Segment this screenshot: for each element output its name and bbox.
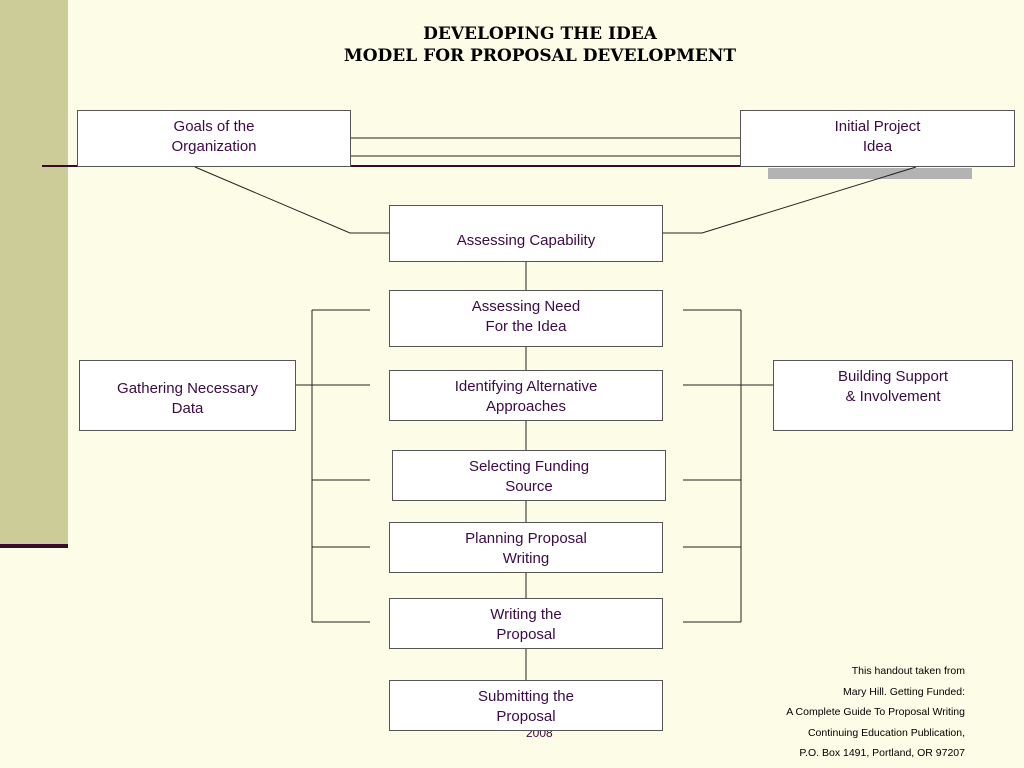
identifying-approaches-box: Identifying Alternative Approaches (389, 370, 663, 421)
selecting-funding-line-2: Source (505, 478, 553, 495)
submitting-proposal-line-2: Proposal (496, 708, 556, 725)
selecting-funding-line-1: Selecting Funding (468, 458, 590, 475)
assessing-capability-box: Assessing Capability (389, 205, 663, 262)
assessing-need-line-1: Assessing Need (471, 298, 581, 315)
gathering-data-box: Gathering Necessary Data (79, 360, 296, 431)
top-rule (42, 165, 972, 167)
citation-line-5: P.O. Box 1491, Portland, OR 97207 (799, 747, 965, 759)
citation-line-3: A Complete Guide To Proposal Writing (786, 706, 965, 718)
initial-idea-line-2: Idea (862, 138, 893, 155)
goals-line-1: Goals of the (173, 118, 255, 135)
identifying-approaches-line-2: Approaches (485, 398, 567, 415)
citation-line-2: Mary Hill. Getting Funded: (843, 685, 965, 698)
shadow-bar (768, 168, 972, 179)
citation-line-1: This handout taken from (851, 665, 965, 677)
citation-line-4: Continuing Education Publication, (807, 726, 965, 739)
goals-box: Goals of the Organization (77, 110, 351, 167)
writing-proposal-box: Writing the Proposal (389, 598, 663, 649)
assessing-need-box: Assessing Need For the Idea (389, 290, 663, 347)
goals-line-2: Organization (171, 138, 257, 155)
initial-idea-box: Initial Project Idea (740, 110, 1015, 167)
initial-idea-line-1: Initial Project (834, 118, 921, 135)
selecting-funding-box: Selecting Funding Source (392, 450, 666, 501)
building-support-line-1: Building Support (837, 368, 949, 385)
planning-writing-line-2: Writing (502, 550, 550, 567)
planning-writing-line-1: Planning Proposal (465, 530, 587, 547)
title-line-1: DEVELOPING THE IDEA (423, 24, 657, 44)
planning-writing-box: Planning Proposal Writing (389, 522, 663, 573)
assessing-capability-line-1: Assessing Capability (456, 232, 596, 249)
writing-proposal-line-1: Writing the (490, 606, 562, 623)
gathering-data-line-1: Gathering Necessary (117, 379, 258, 397)
assessing-need-line-2: For the Idea (485, 318, 567, 335)
writing-proposal-line-2: Proposal (496, 626, 556, 643)
building-support-box: Building Support & Involvement (773, 360, 1013, 431)
gathering-data-line-2: Data (171, 399, 204, 417)
side-band (0, 0, 68, 548)
title-line-2: MODEL FOR PROPOSAL DEVELOPMENT (343, 46, 737, 66)
submitting-proposal-line-1: Submitting the (478, 688, 574, 705)
citation: This handout taken from Mary Hill. Getti… (786, 661, 965, 764)
building-support-line-2: & Involvement (845, 388, 941, 405)
submitting-proposal-box: Submitting the Proposal (389, 680, 663, 731)
side-rule (0, 544, 68, 548)
identifying-approaches-line-1: Identifying Alternative (454, 378, 598, 395)
